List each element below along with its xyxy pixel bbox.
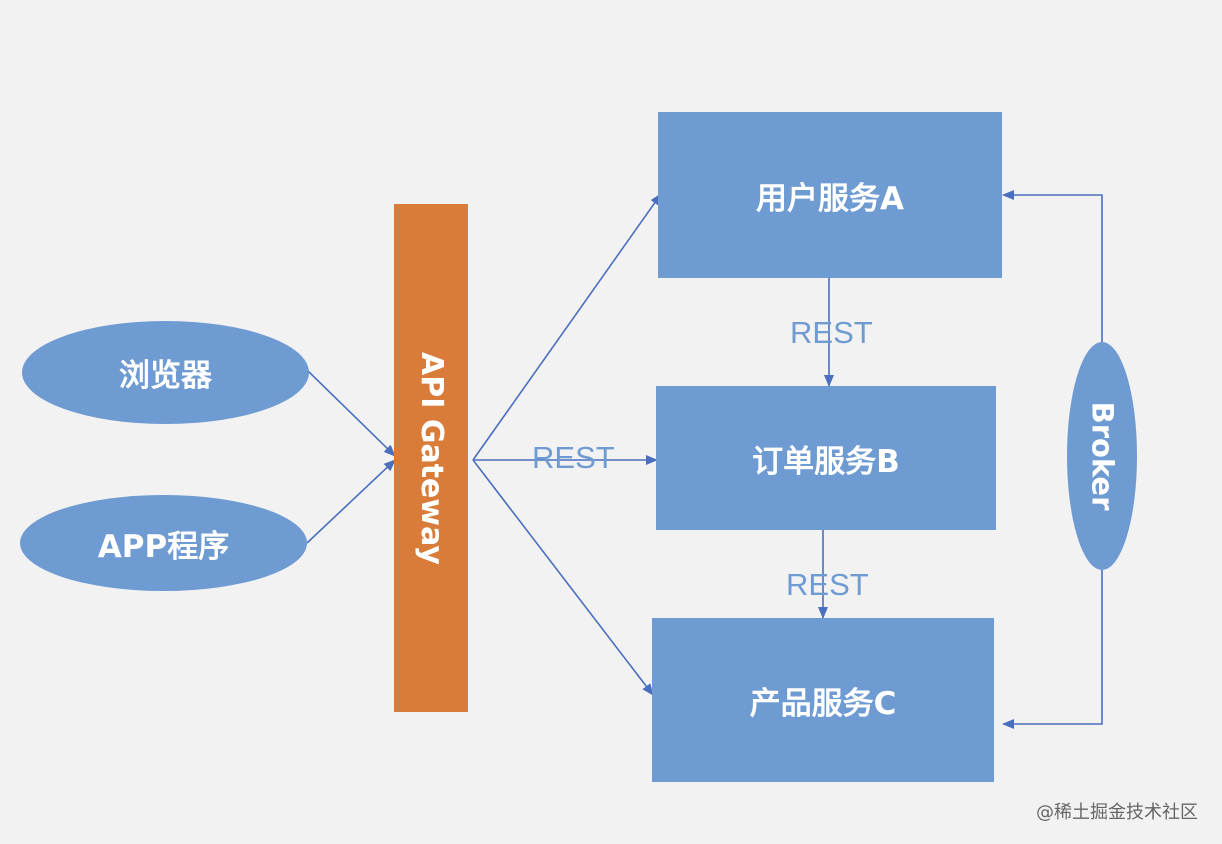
service-a-node: 用户服务A	[658, 112, 1002, 278]
edge-broker-to-service-a	[1002, 190, 1103, 342]
edge-label-gateway-to-b: REST	[532, 440, 615, 475]
edge-label-a-to-b: REST	[790, 315, 873, 350]
service-b-node: 订单服务B	[656, 386, 996, 530]
edge-broker-to-service-c	[1002, 570, 1103, 729]
app-label: APP程序	[97, 528, 230, 565]
api-gateway-label: API Gateway	[413, 351, 449, 565]
edge-browser-to-gateway	[306, 369, 396, 457]
browser-node: 浏览器	[22, 321, 309, 424]
api-gateway-node: API Gateway	[394, 204, 468, 712]
service-c-label: 产品服务C	[749, 685, 897, 722]
edge-gateway-to-service-a	[472, 193, 662, 461]
browser-label: 浏览器	[119, 358, 212, 394]
service-a-label: 用户服务A	[756, 180, 904, 217]
edge-label-b-to-c: REST	[786, 567, 869, 602]
broker-label: Broker	[1085, 401, 1119, 511]
broker-node: Broker	[1067, 342, 1137, 570]
watermark: @稀土掘金技术社区	[1036, 802, 1198, 823]
edge-app-to-gateway	[306, 459, 396, 544]
edge-gateway-to-service-c	[472, 459, 654, 696]
service-b-label: 订单服务B	[752, 443, 900, 480]
app-node: APP程序	[20, 495, 307, 591]
service-c-node: 产品服务C	[652, 618, 994, 782]
